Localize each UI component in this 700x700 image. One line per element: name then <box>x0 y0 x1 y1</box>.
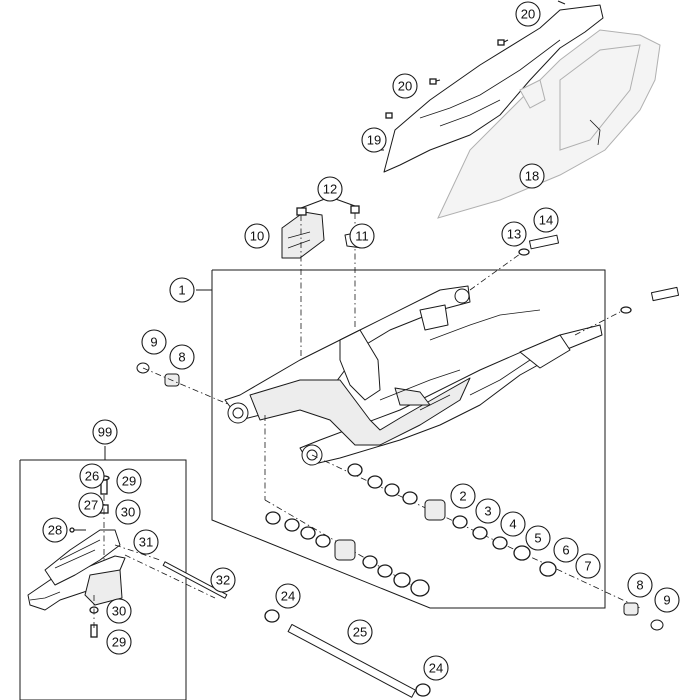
callout-26: 26 <box>79 463 105 489</box>
callout-6: 6 <box>553 537 579 563</box>
nut-24-upper <box>264 609 280 623</box>
callout-7: 7 <box>575 553 601 579</box>
callout-label: 3 <box>484 504 491 519</box>
callout-label: 13 <box>507 227 521 242</box>
callout-1: 1 <box>169 277 195 303</box>
callout-label: 8 <box>636 578 643 593</box>
callout-19: 19 <box>361 127 387 153</box>
callout-99: 99 <box>92 419 118 445</box>
callout-label: 27 <box>84 498 98 513</box>
callout-10: 10 <box>244 223 270 249</box>
callout-label: 31 <box>139 535 153 550</box>
pivot-shaft <box>287 623 416 698</box>
callout-label: 32 <box>216 573 230 588</box>
callout-11: 11 <box>349 223 375 249</box>
callout-label: 2 <box>459 489 466 504</box>
callout-label: 99 <box>98 425 112 440</box>
callout-label: 9 <box>663 593 670 608</box>
callout-20: 20 <box>515 1 541 27</box>
chain-guard-screws <box>385 0 566 119</box>
callout-label: 8 <box>178 350 185 365</box>
callout-30: 30 <box>115 499 141 525</box>
callout-label: 30 <box>112 604 126 619</box>
callout-30: 30 <box>106 598 132 624</box>
callout-label: 11 <box>355 229 369 244</box>
callout-label: 24 <box>429 661 443 676</box>
callout-label: 7 <box>584 559 591 574</box>
callout-label: 5 <box>534 531 541 546</box>
callout-label: 9 <box>150 335 157 350</box>
swingarm <box>224 285 603 466</box>
callout-8: 8 <box>627 572 653 598</box>
callout-label: 6 <box>562 543 569 558</box>
callout-label: 30 <box>121 505 135 520</box>
callout-5: 5 <box>525 525 551 551</box>
callout-label: 12 <box>323 182 337 197</box>
sidestand <box>27 529 126 611</box>
chain-slider <box>383 4 604 173</box>
callout-20: 20 <box>392 73 418 99</box>
callout-4: 4 <box>500 511 526 537</box>
callout-29: 29 <box>116 468 142 494</box>
seal-9-lower <box>650 619 664 631</box>
callout-label: 20 <box>398 79 412 94</box>
callout-24: 24 <box>423 655 449 681</box>
callout-32: 32 <box>210 567 236 593</box>
pivot-bearing-stack-left <box>265 511 430 597</box>
callout-2: 2 <box>450 483 476 509</box>
bushing-8-lower <box>623 602 639 616</box>
callout-27: 27 <box>78 492 104 518</box>
callout-29: 29 <box>106 629 132 655</box>
chain-guard-assembly <box>383 4 661 219</box>
callout-label: 24 <box>281 589 295 604</box>
callout-13: 13 <box>501 221 527 247</box>
callout-label: 20 <box>521 7 535 22</box>
sidestand-frame <box>19 459 187 700</box>
callout-9: 9 <box>141 329 167 355</box>
callout-31: 31 <box>133 529 159 555</box>
callout-12: 12 <box>317 176 343 202</box>
pivot-bearing-stack-right <box>347 463 557 577</box>
callout-label: 1 <box>178 283 185 298</box>
callout-28: 28 <box>42 517 68 543</box>
chain-guard-inner <box>559 44 641 151</box>
callout-label: 10 <box>250 229 264 244</box>
callout-25: 25 <box>347 619 373 645</box>
axle-pin-upper <box>528 234 560 250</box>
callout-label: 26 <box>85 469 99 484</box>
callout-9: 9 <box>654 587 680 613</box>
callout-label: 18 <box>525 169 539 184</box>
callout-18: 18 <box>519 163 545 189</box>
callout-label: 25 <box>353 625 367 640</box>
nut-24-lower <box>415 683 431 697</box>
swingarm-frame <box>211 269 606 609</box>
callout-label: 29 <box>122 474 136 489</box>
callout-label: 29 <box>112 635 126 650</box>
callout-8: 8 <box>169 344 195 370</box>
callout-label: 4 <box>509 517 516 532</box>
callout-label: 28 <box>48 523 62 538</box>
callout-3: 3 <box>475 498 501 524</box>
callout-14: 14 <box>533 207 559 233</box>
slider-bracket-left <box>281 207 325 259</box>
callout-label: 14 <box>539 213 553 228</box>
callout-24: 24 <box>275 583 301 609</box>
axle-pin-lower <box>650 286 680 302</box>
pin-32 <box>162 561 228 599</box>
callout-label: 19 <box>367 133 381 148</box>
